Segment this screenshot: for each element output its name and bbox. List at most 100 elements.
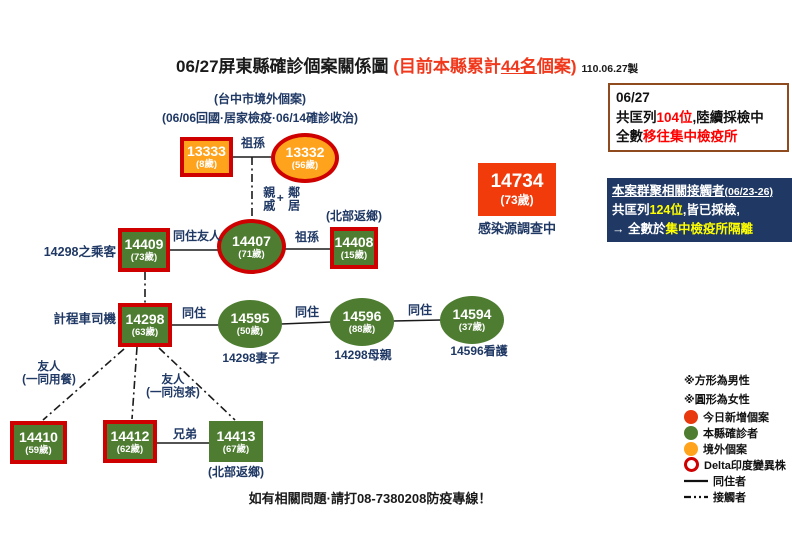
node-id: 14734 xyxy=(490,171,544,193)
case-node-14594: 14594 (37歲) xyxy=(440,296,504,344)
green-circle-icon xyxy=(684,425,698,440)
node-id: 13332 xyxy=(285,144,325,161)
node-age: (8歲) xyxy=(195,159,218,171)
case-node-14409: 14409 (73歲) xyxy=(118,228,170,272)
case-node-14410: 14410 (59歲) xyxy=(10,421,67,464)
neighbor-text: 鄰居 xyxy=(286,186,301,212)
edge-label-cohabit2: 同住 xyxy=(294,305,319,319)
edge-14298-14413-contact xyxy=(158,347,236,421)
legend-note-male: ※方形為男性 xyxy=(684,375,750,387)
edge-label-grandparent1: 祖孫 xyxy=(240,136,265,150)
status-line2: 共匡列104位,陸續採檢中 xyxy=(616,109,764,125)
contacts-line2: 共匡列124位,皆已採檢, xyxy=(612,202,740,217)
node-id: 14409 xyxy=(124,236,164,253)
node-age: (50歲) xyxy=(236,326,264,338)
legend-item-label: 境外個案 xyxy=(703,443,747,456)
case-node-14413: 14413 (67歲) xyxy=(209,421,263,462)
red-ring-icon xyxy=(684,457,699,472)
friend-meal-line1: 友人 xyxy=(37,361,61,373)
node-id: 14596 xyxy=(342,308,382,325)
label-wife: 14298妻子 xyxy=(222,351,280,365)
case-node-14298: 14298 (63歲) xyxy=(118,303,172,347)
node-age: (73歲) xyxy=(500,193,534,208)
solid-line-icon xyxy=(684,479,708,482)
quarantine-status-box: 06/27 共匡列104位,陸續採檢中 全數移往集中檢疫所 xyxy=(608,83,789,152)
case-node-14734: 14734 (73歲) xyxy=(478,163,556,216)
node-id: 14412 xyxy=(110,427,150,444)
friend-tea-line1: 友人 xyxy=(161,374,185,386)
status-line3: 全數移往集中檢疫所 xyxy=(616,129,738,145)
node-id: 14595 xyxy=(230,310,270,327)
node-id: 14408 xyxy=(334,234,374,251)
edge-label-cohabit-friend: 同住友人 xyxy=(172,229,221,243)
label-caregiver: 14596看護 xyxy=(450,344,508,358)
node-age: (67歲) xyxy=(222,443,250,455)
label-mother: 14298母親 xyxy=(334,348,392,362)
edge-14298-14410-contact xyxy=(42,348,125,421)
title-subtotal: (目前本縣累計44名個案) xyxy=(393,57,577,76)
node-age: (15歲) xyxy=(340,250,368,262)
node-id: 14298 xyxy=(125,311,165,328)
relative-text: 親戚 xyxy=(261,186,276,212)
node-age: (63歲) xyxy=(131,327,159,339)
label-taxi-driver: 計程車司機 xyxy=(53,312,116,326)
orange-circle-icon xyxy=(684,441,698,456)
case-node-14595: 14595 (50歲) xyxy=(218,300,282,348)
legend-item-label: 今日新增個案 xyxy=(703,411,769,424)
title-date-stamp: 110.06.27製 xyxy=(581,63,639,75)
edge-label-friend-meal: 友人 (一同用餐) xyxy=(14,361,84,387)
dashdot-line-icon xyxy=(684,495,708,498)
legend-item-contact: 接觸者 xyxy=(684,490,786,504)
friend-meal-line2: (一同用餐) xyxy=(22,374,76,387)
case-node-14596: 14596 (88歲) xyxy=(330,298,394,346)
node-age: (73歲) xyxy=(130,252,158,264)
legend: ※方形為男性 ※圓形為女性 今日新增個案 本縣確診者 境外個案 Delta印度變… xyxy=(684,372,786,504)
legend-item-new-case: 今日新增個案 xyxy=(684,409,786,424)
legend-item-county-case: 本縣確診者 xyxy=(684,425,786,440)
edge-14595-14596 xyxy=(280,321,332,325)
case-node-14408: 14408 (15歲) xyxy=(330,227,378,269)
note-line2: (06/06回國·居家檢疫·06/14確診收治) xyxy=(161,111,359,126)
plus-sign: + xyxy=(276,191,284,206)
node-id: 14407 xyxy=(232,232,271,249)
node-id: 14594 xyxy=(452,306,492,323)
case-node-13332: 13332 (56歲) xyxy=(271,133,339,183)
title-main: 06/27屏東縣確診個案關係圖 xyxy=(176,57,394,76)
node-age: (88歲) xyxy=(348,324,376,336)
legend-item-label: 接觸者 xyxy=(713,491,746,504)
edge-label-friend-tea: 友人 (一同泡茶) xyxy=(138,374,208,400)
page-title: 06/27屏東縣確診個案關係圖 (目前本縣累計44名個案) 110.06.27製 xyxy=(176,52,638,77)
legend-note-female: ※圓形為女性 xyxy=(684,394,750,406)
hotline-footer: 如有相關問題·請打08-7380208防疫專線！ xyxy=(248,491,492,506)
label-passenger: 14298之乘客 xyxy=(43,245,116,259)
node-id: 14413 xyxy=(216,427,256,444)
red-circle-icon xyxy=(684,409,698,424)
edge-label-grandparent2: 祖孫 xyxy=(294,230,319,244)
cluster-contacts-box: 本案群聚相關接觸者(06/23-26) 共匡列124位,皆已採檢, → 全數於集… xyxy=(607,178,792,243)
edge-14298-14412-contact xyxy=(131,346,138,420)
edge-14596-14594 xyxy=(392,319,442,322)
edge-label-cohabit3: 同住 xyxy=(407,303,432,317)
node-age: (62歲) xyxy=(116,443,144,455)
case-node-14412: 14412 (62歲) xyxy=(103,420,157,463)
node-age: (56歲) xyxy=(291,160,319,172)
legend-item-label: Delta印度變異株 xyxy=(704,459,786,472)
case-node-14407: 14407 (71歲) xyxy=(217,219,286,274)
legend-item-delta-variant: Delta印度變異株 xyxy=(684,457,786,472)
label-north-14408: (北部返鄉) xyxy=(326,209,382,223)
node-age: (71歲) xyxy=(238,248,265,260)
legend-item-cohabitant: 同住者 xyxy=(684,474,786,488)
node-age: (59歲) xyxy=(25,444,52,456)
legend-item-imported-case: 境外個案 xyxy=(684,441,786,456)
case-node-13333: 13333 (8歲) xyxy=(180,137,233,177)
imported-case-notes: (台中市境外個案) (06/06回國·居家檢疫·06/14確診收治) xyxy=(110,90,410,128)
note-line1: (台中市境外個案) xyxy=(214,92,306,106)
friend-tea-line2: (一同泡茶) xyxy=(146,387,200,400)
node-age: (37歲) xyxy=(458,322,486,334)
node-id: 14410 xyxy=(19,428,58,445)
legend-item-label: 本縣確診者 xyxy=(703,427,758,440)
edge-label-brothers: 兄弟 xyxy=(172,427,197,441)
label-north-14413: (北部返鄉) xyxy=(208,465,264,479)
